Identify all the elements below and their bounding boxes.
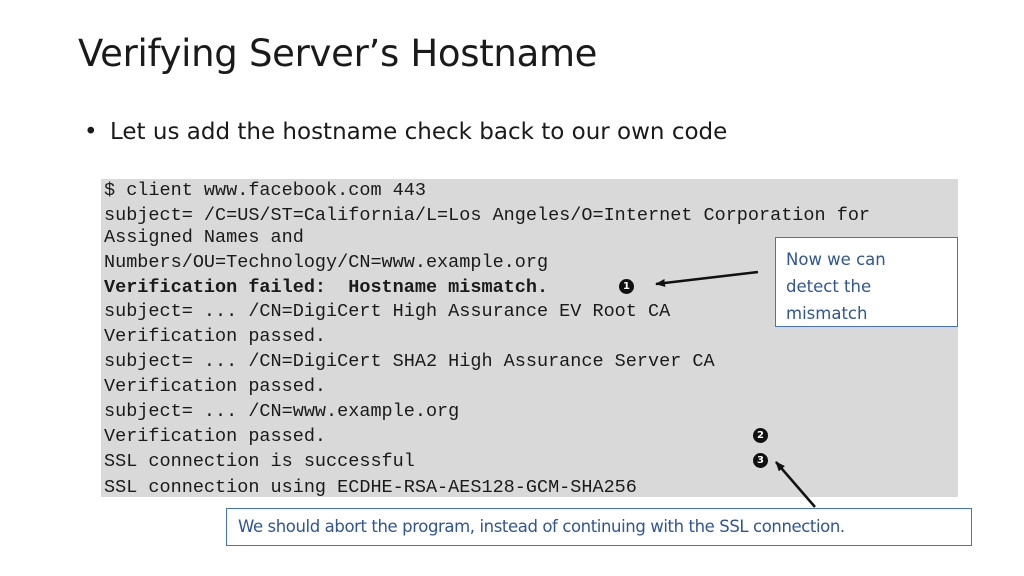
- terminal-line-10: subject= ... /CN=www.example.org: [104, 401, 460, 422]
- terminal-line-7: Verification passed.: [104, 326, 327, 347]
- bullet-text: Let us add the hostname check back to ou…: [110, 119, 728, 145]
- marker-2-icon: 2: [753, 428, 768, 443]
- terminal-line-3: Assigned Names and: [104, 227, 304, 248]
- terminal-output-box: $ client www.facebook.com 443 subject= /…: [101, 179, 958, 497]
- terminal-line-5-verification-failed: Verification failed: Hostname mismatch.: [104, 277, 549, 298]
- slide-title: Verifying Server’s Hostname: [78, 32, 598, 75]
- callout-line-3: mismatch: [786, 304, 868, 323]
- terminal-line-2: subject= /C=US/ST=California/L=Los Angel…: [104, 205, 871, 226]
- bullet-dot: •: [84, 119, 98, 145]
- callout-abort-program: We should abort the program, instead of …: [226, 508, 972, 546]
- marker-3-icon: 3: [753, 453, 768, 468]
- terminal-line-4: Numbers/OU=Technology/CN=www.example.org: [104, 252, 549, 273]
- terminal-line-11: Verification passed.: [104, 426, 327, 447]
- terminal-line-6: subject= ... /CN=DigiCert High Assurance…: [104, 301, 671, 322]
- terminal-line-8: subject= ... /CN=DigiCert SHA2 High Assu…: [104, 351, 715, 372]
- terminal-line-13: SSL connection using ECDHE-RSA-AES128-GC…: [104, 477, 637, 497]
- terminal-line-1: $ client www.facebook.com 443: [104, 180, 426, 201]
- callout-line-2: detect the: [786, 277, 872, 296]
- terminal-line-12: SSL connection is successful: [104, 451, 415, 472]
- bullet-point: • Let us add the hostname check back to o…: [84, 116, 727, 148]
- callout-detect-mismatch: Now we can detect the mismatch: [775, 237, 958, 327]
- terminal-line-9: Verification passed.: [104, 376, 327, 397]
- marker-1-icon: 1: [619, 279, 634, 294]
- callout-line-1: Now we can: [786, 250, 886, 269]
